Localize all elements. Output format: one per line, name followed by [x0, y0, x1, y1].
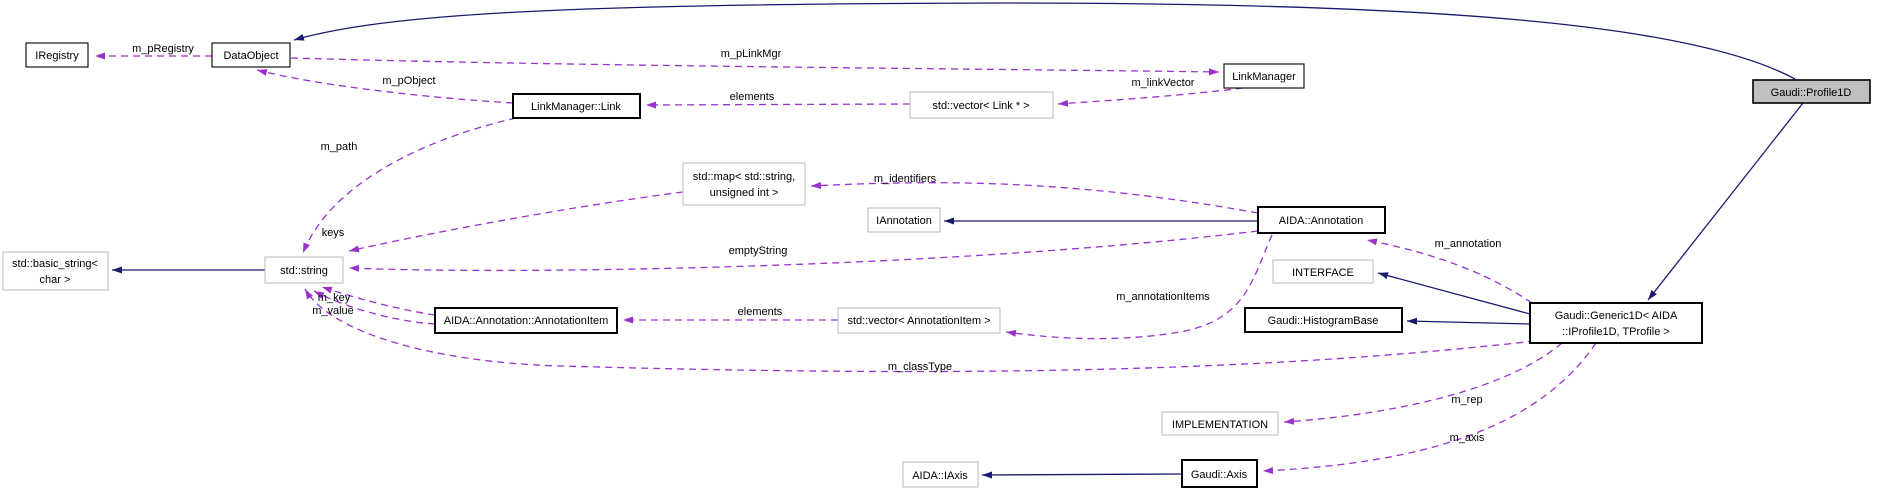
node-basic-string[interactable]: std::basic_string< char > [2, 251, 109, 291]
edge-label-emptystring: emptyString [729, 245, 788, 257]
node-gaudi-histogrambase-label: Gaudi::HistogramBase [1268, 315, 1379, 327]
edge-label-m-classtype: m_classType [888, 361, 952, 373]
edge-label-m-pobject: m_pObject [382, 75, 435, 87]
node-vector-link-label: std::vector< Link * > [932, 100, 1029, 112]
node-gaudi-axis-box[interactable] [1181, 459, 1258, 488]
edge-label-m-identifiers: m_identifiers [874, 173, 937, 185]
node-basic-string-box[interactable] [2, 251, 109, 291]
node-string[interactable]: std::string [264, 256, 344, 284]
node-vector-annotationitem-label: std::vector< AnnotationItem > [847, 315, 990, 327]
node-iregistry-box[interactable] [25, 42, 89, 68]
node-annotationitem-label: AIDA::Annotation::AnnotationItem [444, 315, 609, 327]
edge-label-m-linkvector: m_linkVector [1132, 77, 1195, 89]
node-aida-annotation-label: AIDA::Annotation [1279, 215, 1363, 227]
node-linkmanager-link-label: LinkManager::Link [531, 101, 621, 113]
node-map-string-uint-line1: std::map< std::string, [693, 171, 795, 183]
node-aida-iaxis-label: AIDA::IAxis [912, 470, 968, 482]
edge-annotation-to-string-emptystring [348, 230, 1259, 272]
edge-label-m-path: m_path [321, 141, 358, 153]
edge-generic1d-to-interface [1377, 272, 1531, 315]
node-gaudi-profile1d: Gaudi::Profile1D [1752, 79, 1871, 104]
edge-generic1d-to-axis [1262, 342, 1597, 475]
node-basic-string-line2: char > [40, 274, 71, 286]
edge-dataobject-to-linkmanager [290, 57, 1220, 76]
node-aida-annotation[interactable]: AIDA::Annotation [1257, 206, 1386, 234]
node-gaudi-generic1d[interactable]: Gaudi::Generic1D< AIDA ::IProfile1D, TPr… [1529, 302, 1703, 344]
node-implementation-label: IMPLEMENTATION [1172, 419, 1268, 431]
node-aida-iaxis-box[interactable] [902, 461, 979, 488]
edge-annotationitem-to-string-mkey [321, 286, 436, 316]
edge-label-elements-links: elements [730, 91, 775, 103]
node-gaudi-axis-label: Gaudi::Axis [1191, 469, 1248, 481]
edge-label-keys: keys [322, 227, 345, 239]
node-gaudi-generic1d-box[interactable] [1529, 302, 1703, 344]
node-iannotation[interactable]: IAnnotation [867, 207, 941, 233]
node-map-string-uint-line2: unsigned int > [710, 187, 779, 199]
edge-label-m-pregistry: m_pRegistry [132, 43, 194, 55]
edge-label-elements-items: elements [738, 306, 783, 318]
node-linkmanager[interactable]: LinkManager [1223, 63, 1305, 89]
edge-generic1d-to-histogrambase [1406, 317, 1531, 325]
node-gaudi-profile1d-box [1752, 79, 1871, 104]
node-gaudi-histogrambase[interactable]: Gaudi::HistogramBase [1244, 307, 1403, 333]
node-aida-iaxis[interactable]: AIDA::IAxis [902, 461, 979, 488]
edge-vectorlink-to-link [645, 101, 911, 109]
edge-annotation-to-vectorai [1005, 234, 1273, 340]
node-gaudi-profile1d-label: Gaudi::Profile1D [1771, 87, 1852, 99]
edge-link-to-string-mpath [302, 117, 517, 254]
node-dataobject-box[interactable] [211, 42, 291, 68]
node-interface-label: INTERFACE [1292, 267, 1354, 279]
node-iregistry-label: IRegistry [35, 50, 79, 62]
node-aida-annotation-box[interactable] [1257, 206, 1386, 234]
node-implementation[interactable]: IMPLEMENTATION [1161, 411, 1279, 436]
node-gaudi-generic1d-line2: ::IProfile1D, TProfile > [1562, 326, 1670, 338]
node-linkmanager-link[interactable]: LinkManager::Link [512, 93, 641, 119]
edge-label-m-annotation: m_annotation [1435, 238, 1502, 250]
edge-link-to-dataobject [256, 69, 514, 104]
node-linkmanager-link-box[interactable] [512, 93, 641, 119]
node-gaudi-histogrambase-box[interactable] [1244, 307, 1403, 333]
node-string-label: std::string [280, 265, 328, 277]
node-string-box[interactable] [264, 256, 344, 284]
node-gaudi-generic1d-line1: Gaudi::Generic1D< AIDA [1555, 310, 1678, 322]
node-map-string-uint-box[interactable] [682, 162, 806, 206]
edge-profile1d-to-generic1d [1647, 102, 1804, 301]
edge-label-m-key: m_key [318, 292, 351, 304]
node-basic-string-line1: std::basic_string< [12, 258, 98, 270]
node-iannotation-label: IAnnotation [876, 215, 932, 227]
edge-generic1d-to-implementation [1283, 342, 1563, 425]
node-vector-annotationitem[interactable]: std::vector< AnnotationItem > [837, 307, 1001, 334]
edge-label-m-annotationitems: m_annotationItems [1116, 291, 1210, 303]
edge-label-m-rep: m_rep [1451, 394, 1482, 406]
edge-annotationitem-to-string-mvalue [313, 290, 436, 325]
node-gaudi-axis[interactable]: Gaudi::Axis [1181, 459, 1258, 488]
node-vector-link[interactable]: std::vector< Link * > [909, 91, 1054, 119]
node-annotationitem[interactable]: AIDA::Annotation::AnnotationItem [434, 307, 618, 334]
edge-label-m-axis: m_axis [1450, 432, 1485, 444]
edge-generic1d-to-annotation [1366, 238, 1533, 304]
edge-label-m-plinkmgr: m_pLinkMgr [721, 48, 782, 60]
node-linkmanager-label: LinkManager [1232, 71, 1296, 83]
node-interface-box[interactable] [1272, 259, 1374, 284]
node-implementation-box[interactable] [1161, 411, 1279, 436]
edge-profile1d-to-dataobject [293, 2, 1796, 80]
node-iregistry[interactable]: IRegistry [25, 42, 89, 68]
node-iannotation-box[interactable] [867, 207, 941, 233]
node-dataobject[interactable]: DataObject [211, 42, 291, 68]
edge-label-m-value: m_value [312, 305, 354, 317]
edge-axis-to-iaxis [981, 471, 1183, 479]
edge-map-to-string-keys [348, 191, 684, 253]
node-vector-link-box[interactable] [909, 91, 1054, 119]
edge-generic1d-to-string-classtype [304, 288, 1536, 373]
node-interface[interactable]: INTERFACE [1272, 259, 1374, 284]
node-map-string-uint[interactable]: std::map< std::string, unsigned int > [682, 162, 806, 206]
node-annotationitem-box[interactable] [434, 307, 618, 334]
node-dataobject-label: DataObject [223, 50, 278, 62]
node-linkmanager-box[interactable] [1223, 63, 1305, 89]
node-vector-annotationitem-box[interactable] [837, 307, 1001, 334]
edge-linkmanager-to-vectorlink [1057, 87, 1244, 107]
